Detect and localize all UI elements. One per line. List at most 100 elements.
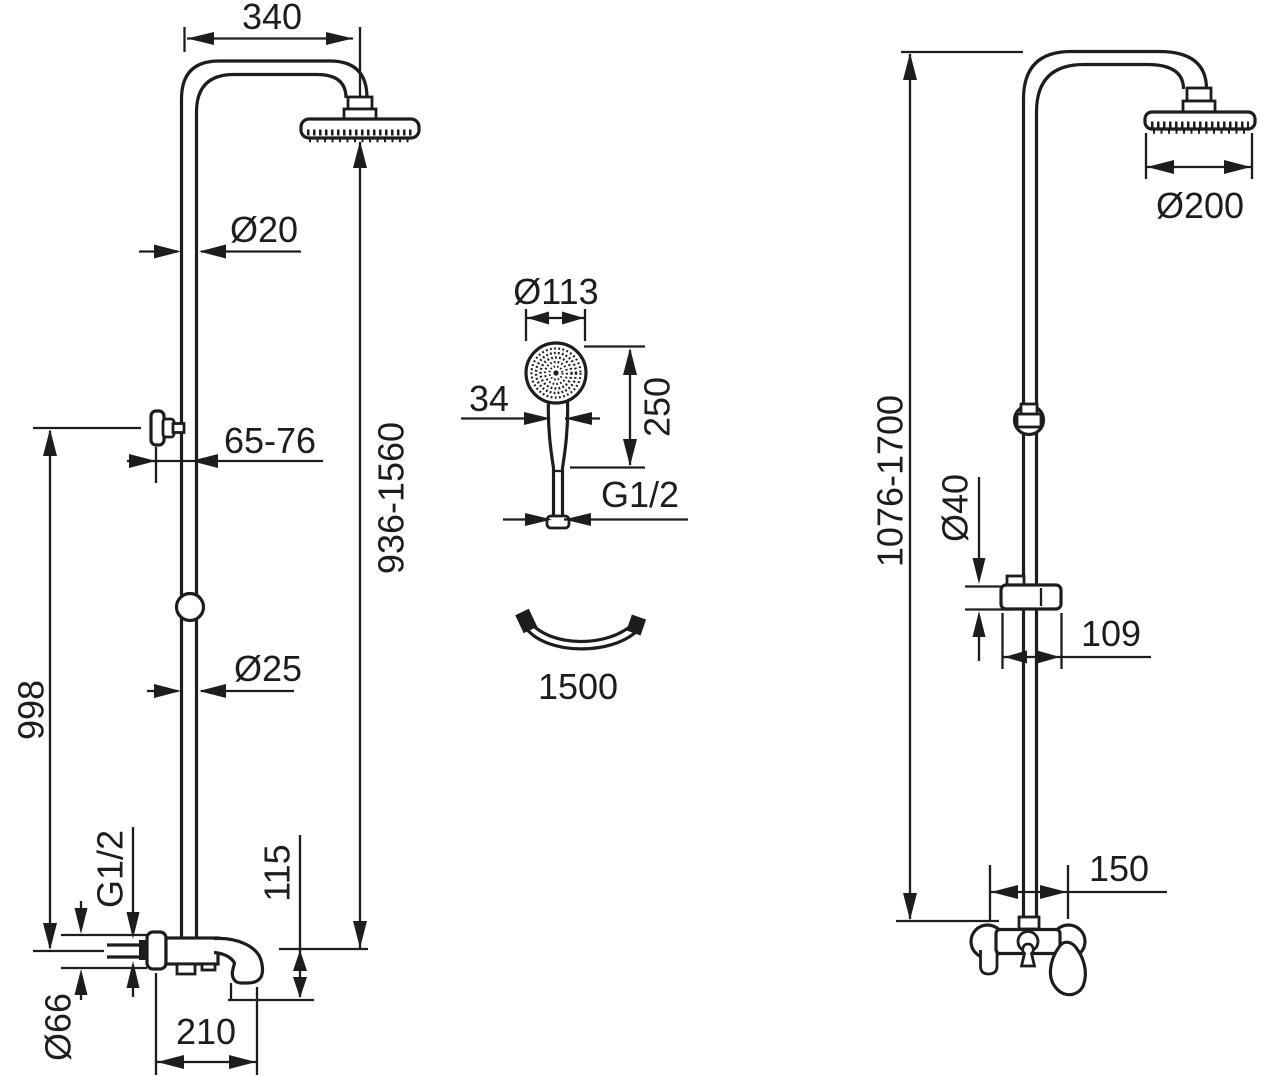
spray-ring (543, 360, 569, 386)
right-head-nut-upper (1185, 86, 1213, 103)
left-head-nut-upper (346, 95, 374, 111)
dim-label-lower-pipe: Ø25 (234, 648, 302, 689)
dim-label-escutcheon: Ø66 (38, 993, 79, 1061)
spout-escutcheon (145, 930, 168, 971)
dim-label-upper-pipe: Ø20 (230, 209, 298, 250)
mixer-pipe-connector (1017, 915, 1041, 931)
hand-shower-view: Ø113 34 250 G1/2 (461, 271, 688, 530)
dim-lower-pipe-diameter: Ø25 (147, 648, 302, 698)
dim-hand-thread: G1/2 (503, 474, 688, 526)
dim-label-spout-drop: 115 (257, 844, 298, 901)
hose-curve-inner (527, 619, 636, 644)
left-pipe-outer (179, 59, 369, 939)
arrowhead (43, 429, 57, 456)
wall-bracket-arm (171, 422, 186, 434)
mixer-left-outlet (979, 950, 999, 976)
dim-hand-shower-length: 250 (570, 345, 678, 469)
arrowhead (903, 893, 917, 920)
dim-label-hose-length: 1500 (538, 666, 618, 707)
arrowhead (191, 454, 218, 468)
arrowhead (154, 244, 181, 259)
arrowhead (199, 244, 226, 259)
arrowhead (972, 558, 986, 584)
right-pipe-outer (1021, 49, 1209, 921)
right-rain-head (1143, 110, 1257, 131)
dim-label-inlet-thread: G1/2 (90, 830, 131, 908)
pipe-ball-joint (174, 591, 206, 623)
arrowhead (525, 513, 552, 526)
dim-spout-drop: 115 (228, 835, 314, 1002)
spray-ring (548, 365, 564, 381)
dim-grip-diameter: 34 (461, 378, 600, 425)
arrowhead (293, 977, 307, 998)
dim-label-bracket-offset: 65-76 (224, 420, 316, 461)
left-pipe-inner (194, 72, 348, 939)
arrowhead (623, 439, 637, 466)
arrowhead (157, 1055, 184, 1069)
hose-view: 1500 (515, 608, 647, 707)
right-column-view: 1076-1700 Ø200 Ø40 109 (870, 49, 1257, 997)
dim-inlet-thread: G1/2 (90, 827, 140, 997)
dim-slider-diameter: Ø40 (935, 474, 1013, 661)
arrowhead (199, 684, 226, 698)
ball-connector-band (1015, 412, 1043, 429)
arrowhead (562, 311, 584, 325)
spray-center-dot (553, 370, 559, 376)
dim-label-slider-diameter: Ø40 (935, 474, 976, 542)
dim-arm-reach: 340 (183, 0, 362, 96)
arrowhead (1147, 160, 1174, 174)
handle-end-cap (545, 514, 571, 530)
spout-diverter (175, 962, 197, 976)
dim-label-right-head: Ø200 (1156, 185, 1244, 226)
arrowhead (126, 961, 140, 988)
ball-connector-tab (1019, 402, 1039, 416)
arrowhead (903, 53, 917, 80)
dim-right-head-diameter: Ø200 (1144, 133, 1254, 226)
right-pipe-inner (1034, 62, 1186, 921)
dim-escutcheon-diameter: Ø66 (38, 901, 147, 1061)
arrowhead (1224, 160, 1251, 174)
arrowhead (564, 513, 591, 526)
dim-label-hand-thread: G1/2 (601, 474, 679, 515)
dim-bracket-offset: 65-76 (127, 420, 323, 483)
arrowhead (229, 1055, 256, 1069)
dim-upper-pipe-diameter: Ø20 (139, 209, 301, 259)
dim-label-arm-reach: 340 (242, 0, 302, 37)
arrowhead (623, 348, 637, 375)
dim-label-spout-reach: 210 (176, 1011, 236, 1052)
dim-hand-head-diameter: Ø113 (513, 271, 599, 341)
left-column-view: 340 Ø20 65-76 998 (11, 0, 421, 1075)
arrowhead (524, 412, 551, 425)
dim-label-hand-length: 250 (637, 377, 678, 437)
spout-body (164, 936, 220, 966)
arrowhead (353, 921, 367, 948)
arrowhead (126, 912, 140, 939)
hand-shower-handle-right (560, 399, 570, 517)
arrowhead (1040, 885, 1067, 899)
arrowhead (154, 684, 181, 698)
slider-holder-body (999, 583, 1063, 611)
spray-ring (539, 356, 573, 390)
spout-nose (213, 936, 265, 985)
arrowhead (1004, 650, 1027, 664)
dim-head-height-range: 936-1560 (279, 141, 412, 951)
dim-bracket-height: 998 (11, 426, 141, 953)
spray-ring (534, 351, 578, 395)
arrowhead (527, 311, 549, 325)
spray-ring (530, 347, 582, 399)
dim-label-grip: 34 (469, 378, 509, 419)
arrowhead (74, 908, 88, 934)
dim-label-head-height-range: 936-1560 (371, 422, 412, 574)
bath-spout-assembly (107, 930, 265, 999)
arrowhead (565, 412, 592, 425)
arrowhead (972, 611, 986, 637)
dim-label-inlet-spacing: 150 (1089, 848, 1149, 889)
dim-inlet-spacing: 150 (988, 848, 1167, 921)
dim-label-bracket-height: 998 (11, 680, 52, 740)
arrowhead (43, 923, 57, 950)
hand-shower-handle-left (546, 399, 556, 517)
arrowhead (187, 32, 214, 45)
dim-height-range: 1076-1700 (870, 50, 1023, 923)
